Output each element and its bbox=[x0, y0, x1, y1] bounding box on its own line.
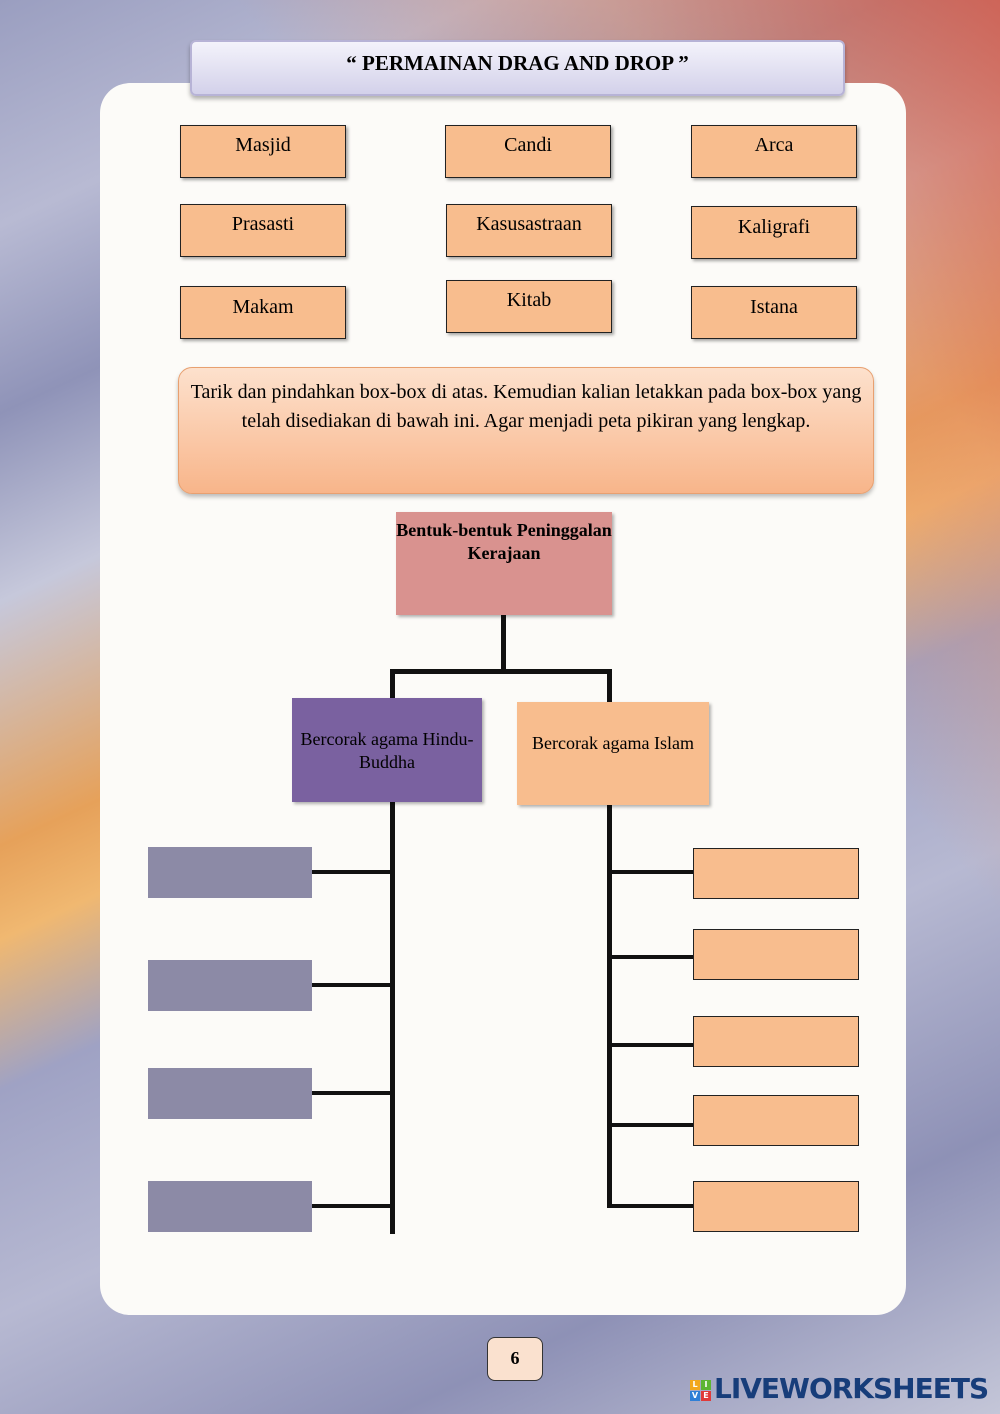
drop-target-hindu-4[interactable] bbox=[148, 1181, 312, 1232]
drag-chip-istana[interactable]: Istana bbox=[691, 286, 857, 339]
brand-name: LIVEWORKSHEETS bbox=[714, 1372, 989, 1405]
drop-target-islam-2[interactable] bbox=[693, 929, 859, 980]
drag-chip-makam[interactable]: Makam bbox=[180, 286, 346, 339]
drop-target-islam-5[interactable] bbox=[693, 1181, 859, 1232]
category-islam: Bercorak agama Islam bbox=[517, 702, 709, 805]
drop-target-hindu-1[interactable] bbox=[148, 847, 312, 898]
drag-chip-masjid[interactable]: Masjid bbox=[180, 125, 346, 178]
page-title: “ PERMAINAN DRAG AND DROP ” bbox=[190, 40, 845, 96]
drop-target-islam-3[interactable] bbox=[693, 1016, 859, 1067]
drag-chip-kitab[interactable]: Kitab bbox=[446, 280, 612, 333]
root-node: Bentuk-bentuk Peninggalan Kerajaan bbox=[396, 512, 612, 615]
drop-target-hindu-2[interactable] bbox=[148, 960, 312, 1011]
drop-target-islam-4[interactable] bbox=[693, 1095, 859, 1146]
drag-chip-candi[interactable]: Candi bbox=[445, 125, 611, 178]
category-hindu-buddha: Bercorak agama Hindu-Buddha bbox=[292, 698, 482, 802]
drop-target-hindu-3[interactable] bbox=[148, 1068, 312, 1119]
drop-target-islam-1[interactable] bbox=[693, 848, 859, 899]
drag-chip-kasusastraan[interactable]: Kasusastraan bbox=[446, 204, 612, 257]
drag-chip-kaligrafi[interactable]: Kaligrafi bbox=[691, 206, 857, 259]
instruction-box: Tarik dan pindahkan box-box di atas. Kem… bbox=[178, 367, 874, 494]
drag-chip-prasasti[interactable]: Prasasti bbox=[180, 204, 346, 257]
page-number: 6 bbox=[487, 1337, 543, 1381]
drag-chip-arca[interactable]: Arca bbox=[691, 125, 857, 178]
